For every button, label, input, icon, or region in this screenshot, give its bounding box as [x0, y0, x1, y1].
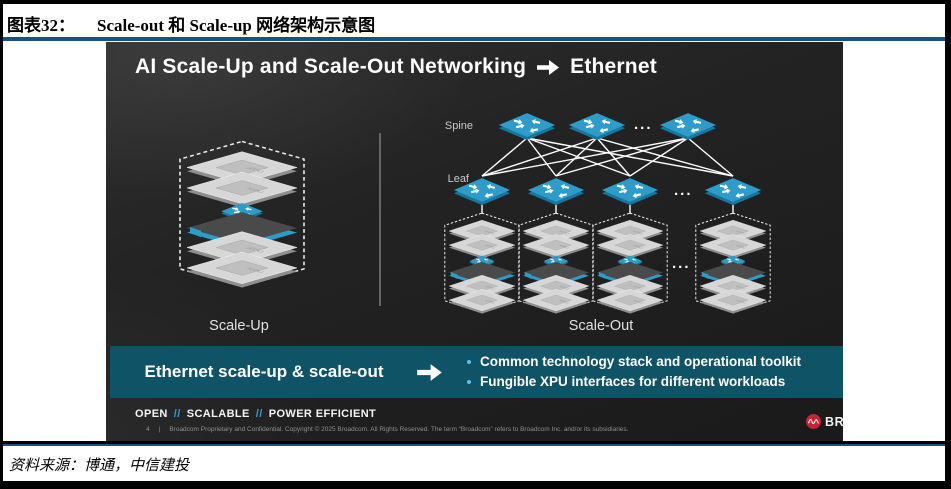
- bullet-icon: [467, 379, 471, 384]
- figure-source: 资料来源：博通，中信建投: [3, 446, 945, 481]
- body-bottom-border: [3, 441, 945, 444]
- banner-bullet: Common technology stack and operational …: [467, 352, 801, 372]
- tagline-item: POWER EFFICIENT: [268, 408, 377, 420]
- scale-up-label: Scale-Up: [209, 318, 269, 334]
- tagline-separator: //: [173, 408, 181, 420]
- scale-up-stack: [180, 141, 304, 287]
- bullet-icon: [467, 360, 471, 365]
- spine-ellipsis: ...: [634, 116, 653, 133]
- broadcom-slide: XPU: [106, 42, 843, 441]
- network-diagram: XPU: [106, 42, 843, 334]
- banner-label: Ethernet scale-up & scale-out: [144, 362, 384, 381]
- spine-switch-icon: [499, 113, 555, 140]
- source-text: 资料来源：博通，中信建投: [9, 458, 190, 474]
- spine-label: Spine: [445, 120, 473, 132]
- leaf-label: Leaf: [448, 173, 470, 185]
- broadcom-pulse-icon: [806, 414, 821, 429]
- scale-out-stack: [519, 213, 593, 313]
- banner-bullet-text: Fungible XPU interfaces for different wo…: [480, 374, 786, 389]
- slide-title: AI Scale-Up and Scale-Out Networking Eth…: [135, 55, 657, 79]
- right-arrow-icon: [537, 59, 560, 75]
- figure-header: 图表32： Scale-out 和 Scale-up 网络架构示意图: [3, 4, 945, 37]
- tagline-item: SCALABLE: [186, 408, 250, 420]
- broadcom-logo: BROADCOM ®: [806, 414, 843, 429]
- slide-copyright: 4 | Broadcom Proprietary and Confidentia…: [146, 426, 628, 433]
- copyright-divider: |: [158, 426, 161, 433]
- banner-bullet-text: Common technology stack and operational …: [480, 354, 802, 370]
- figure-title: Scale-out 和 Scale-up 网络架构示意图: [97, 16, 376, 35]
- slide-title-left: AI Scale-Up and Scale-Out Networking: [135, 55, 527, 78]
- broadcom-wordmark: BROADCOM: [825, 414, 843, 429]
- stack-ellipsis: ...: [672, 255, 691, 272]
- leaf-switch-icon: [528, 178, 584, 205]
- leaf-switch-icon: [705, 178, 761, 205]
- banner-bullet: Fungible XPU interfaces for different wo…: [467, 372, 801, 392]
- figure-number-label: 图表32：: [7, 16, 75, 35]
- header-rule: [3, 37, 945, 41]
- source-rule: [3, 444, 945, 446]
- scale-out-stack: [593, 213, 667, 313]
- scale-out-label: Scale-Out: [569, 318, 633, 334]
- right-arrow-icon: [416, 363, 443, 382]
- scale-out-stack: [696, 213, 770, 313]
- spine-switch-icon: [660, 113, 716, 140]
- tagline-separator: //: [255, 408, 263, 420]
- ethernet-banner: Ethernet scale-up & scale-out Common tec…: [110, 346, 843, 398]
- spine-switch-icon: [569, 113, 625, 140]
- slide-title-right: Ethernet: [570, 55, 657, 78]
- leaf-ellipsis: ...: [674, 182, 693, 199]
- tagline-item: OPEN: [135, 408, 168, 420]
- copyright-text: Broadcom Proprietary and Confidential. C…: [169, 426, 629, 433]
- figure-body: XPU: [3, 41, 945, 441]
- slide-tagline: OPEN // SCALABLE // POWER EFFICIENT: [135, 408, 376, 420]
- banner-bullet-list: Common technology stack and operational …: [467, 352, 801, 391]
- scale-out-stack: [445, 213, 519, 313]
- leaf-switch-icon: [602, 178, 658, 205]
- spine-leaf-mesh: [481, 137, 734, 214]
- page-number: 4: [146, 426, 150, 433]
